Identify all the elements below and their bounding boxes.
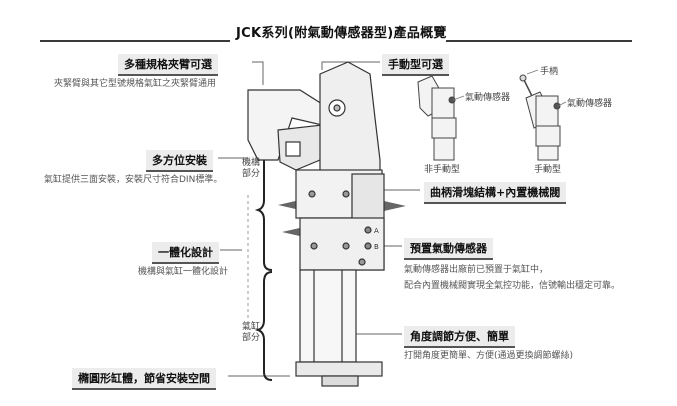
side-label-cylinder: 氣缸部分 <box>241 322 260 343</box>
leader-manual <box>321 61 380 70</box>
caption-manual: 手動型 <box>534 165 562 175</box>
clamp-arm <box>247 89 323 161</box>
leader-multi-arm <box>252 61 264 85</box>
cylinder-bottom <box>321 375 359 387</box>
small-m-body <box>535 125 561 147</box>
small-nm-sensor <box>448 96 456 104</box>
small-nm-sensor-leader <box>452 95 465 101</box>
bolt-1 <box>308 190 316 198</box>
bolt-3 <box>310 242 318 250</box>
bolt-4 <box>342 242 350 250</box>
small-nm-cylinder <box>433 137 455 161</box>
small-m-sensor-leader <box>557 101 567 107</box>
small-m-sensor <box>553 102 561 110</box>
port-a-dot <box>364 226 372 234</box>
cylinder-cap <box>295 361 383 377</box>
small-m-cylinder <box>537 145 559 161</box>
label-manual: 手動型可選 <box>382 54 449 76</box>
desc-multi-mount: 氣缸提供三面安裝，安裝尺寸符合DIN標準。 <box>44 175 223 185</box>
manual-sensor-label: 氣動傳感器 <box>567 99 613 109</box>
small-m-knob <box>519 74 527 82</box>
arrow-mount-left-2 <box>282 227 304 237</box>
non-manual-sensor-label: 氣動傳感器 <box>465 93 511 103</box>
label-crank: 曲柄滑塊結構+內置機械閥 <box>424 182 567 204</box>
page-title: JCK系列(附氣動傳感器型)產品概覽 <box>236 26 447 41</box>
label-multi-arm: 多種規格夾臂可選 <box>118 54 218 76</box>
desc-multi-arm: 夾緊臂與其它型號規格氣缸之夾緊臂通用 <box>54 79 217 89</box>
small-m-head <box>535 95 559 127</box>
label-integrated: 一體化設計 <box>152 242 219 264</box>
title-underline-right <box>446 40 632 42</box>
arm-slot <box>285 141 301 157</box>
arrow-mount-right <box>384 201 406 211</box>
label-oval-body: 橢圓形缸體，節省安裝空間 <box>72 368 216 390</box>
sensor-screw <box>358 258 366 266</box>
title-underline-left <box>40 40 230 42</box>
bolt-2 <box>342 190 350 198</box>
label-multi-mount: 多方位安裝 <box>146 150 213 172</box>
caption-non-manual: 非手動型 <box>424 165 461 175</box>
desc-sensor-line2: 配合內置機械閥實現全氣控功能，信號輸出穩定可靠。 <box>404 281 621 291</box>
side-label-mechanism: 機構部分 <box>241 158 260 179</box>
cylinder-body <box>299 269 357 363</box>
arrow-mount-left <box>278 200 300 210</box>
desc-sensor-line1: 氣動傳感器出廠前已預置于氣缸中， <box>404 265 549 275</box>
label-sensor: 預置氣動傳感器 <box>404 238 493 260</box>
port-label-b: B <box>374 243 379 251</box>
port-label-a: A <box>374 227 379 235</box>
pivot-pin-inner <box>333 104 341 112</box>
brace-cylinder <box>254 271 273 381</box>
small-m-handle-leader <box>526 69 539 75</box>
port-b-dot <box>364 242 372 250</box>
label-angle: 角度調節方便、簡單 <box>404 326 515 348</box>
desc-angle: 打開角度更簡單、方便(通過更換調節螺絲) <box>404 351 574 361</box>
manual-handle-label: 手柄 <box>540 67 559 77</box>
desc-integrated: 機構與氣缸一體化設計 <box>138 267 229 277</box>
small-nm-body <box>431 117 457 139</box>
mechanism-head <box>319 61 381 187</box>
